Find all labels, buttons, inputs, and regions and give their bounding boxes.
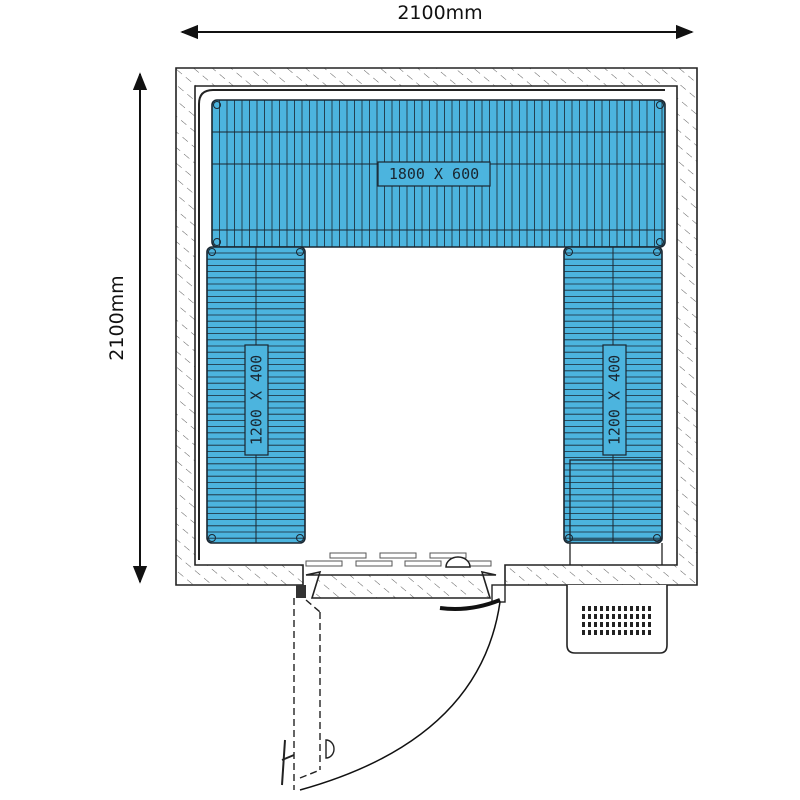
shelf-right: 1200 X 400	[563, 246, 663, 544]
shelf-size-label: 1200 X 400	[606, 355, 624, 445]
door-open-outline	[293, 598, 321, 790]
shelf-size-label: 1200 X 400	[248, 355, 266, 445]
width-dimension: 2100mm	[180, 2, 694, 40]
shelf-compartment	[569, 459, 663, 541]
door	[281, 556, 506, 791]
shelf-back: 1800 X 600	[211, 99, 666, 248]
threshold-slats	[305, 552, 492, 567]
width-label: 2100mm	[397, 2, 482, 24]
hinge-icon	[296, 585, 306, 598]
walls	[175, 67, 698, 586]
door-swing-arc	[299, 601, 501, 791]
shelf-left: 1200 X 400	[206, 246, 306, 544]
depth-dimension: 2100mm	[106, 72, 148, 584]
shelving: 1800 X 600 1200 X 400 1200 X 400	[206, 99, 666, 565]
depth-label: 2100mm	[106, 275, 128, 360]
door-handle-icon	[445, 556, 471, 568]
shelf-size-label: 1800 X 600	[389, 165, 479, 183]
door-closer-icon	[439, 598, 501, 611]
refrigeration-unit	[566, 585, 668, 654]
vent-grille-icon	[582, 606, 651, 635]
